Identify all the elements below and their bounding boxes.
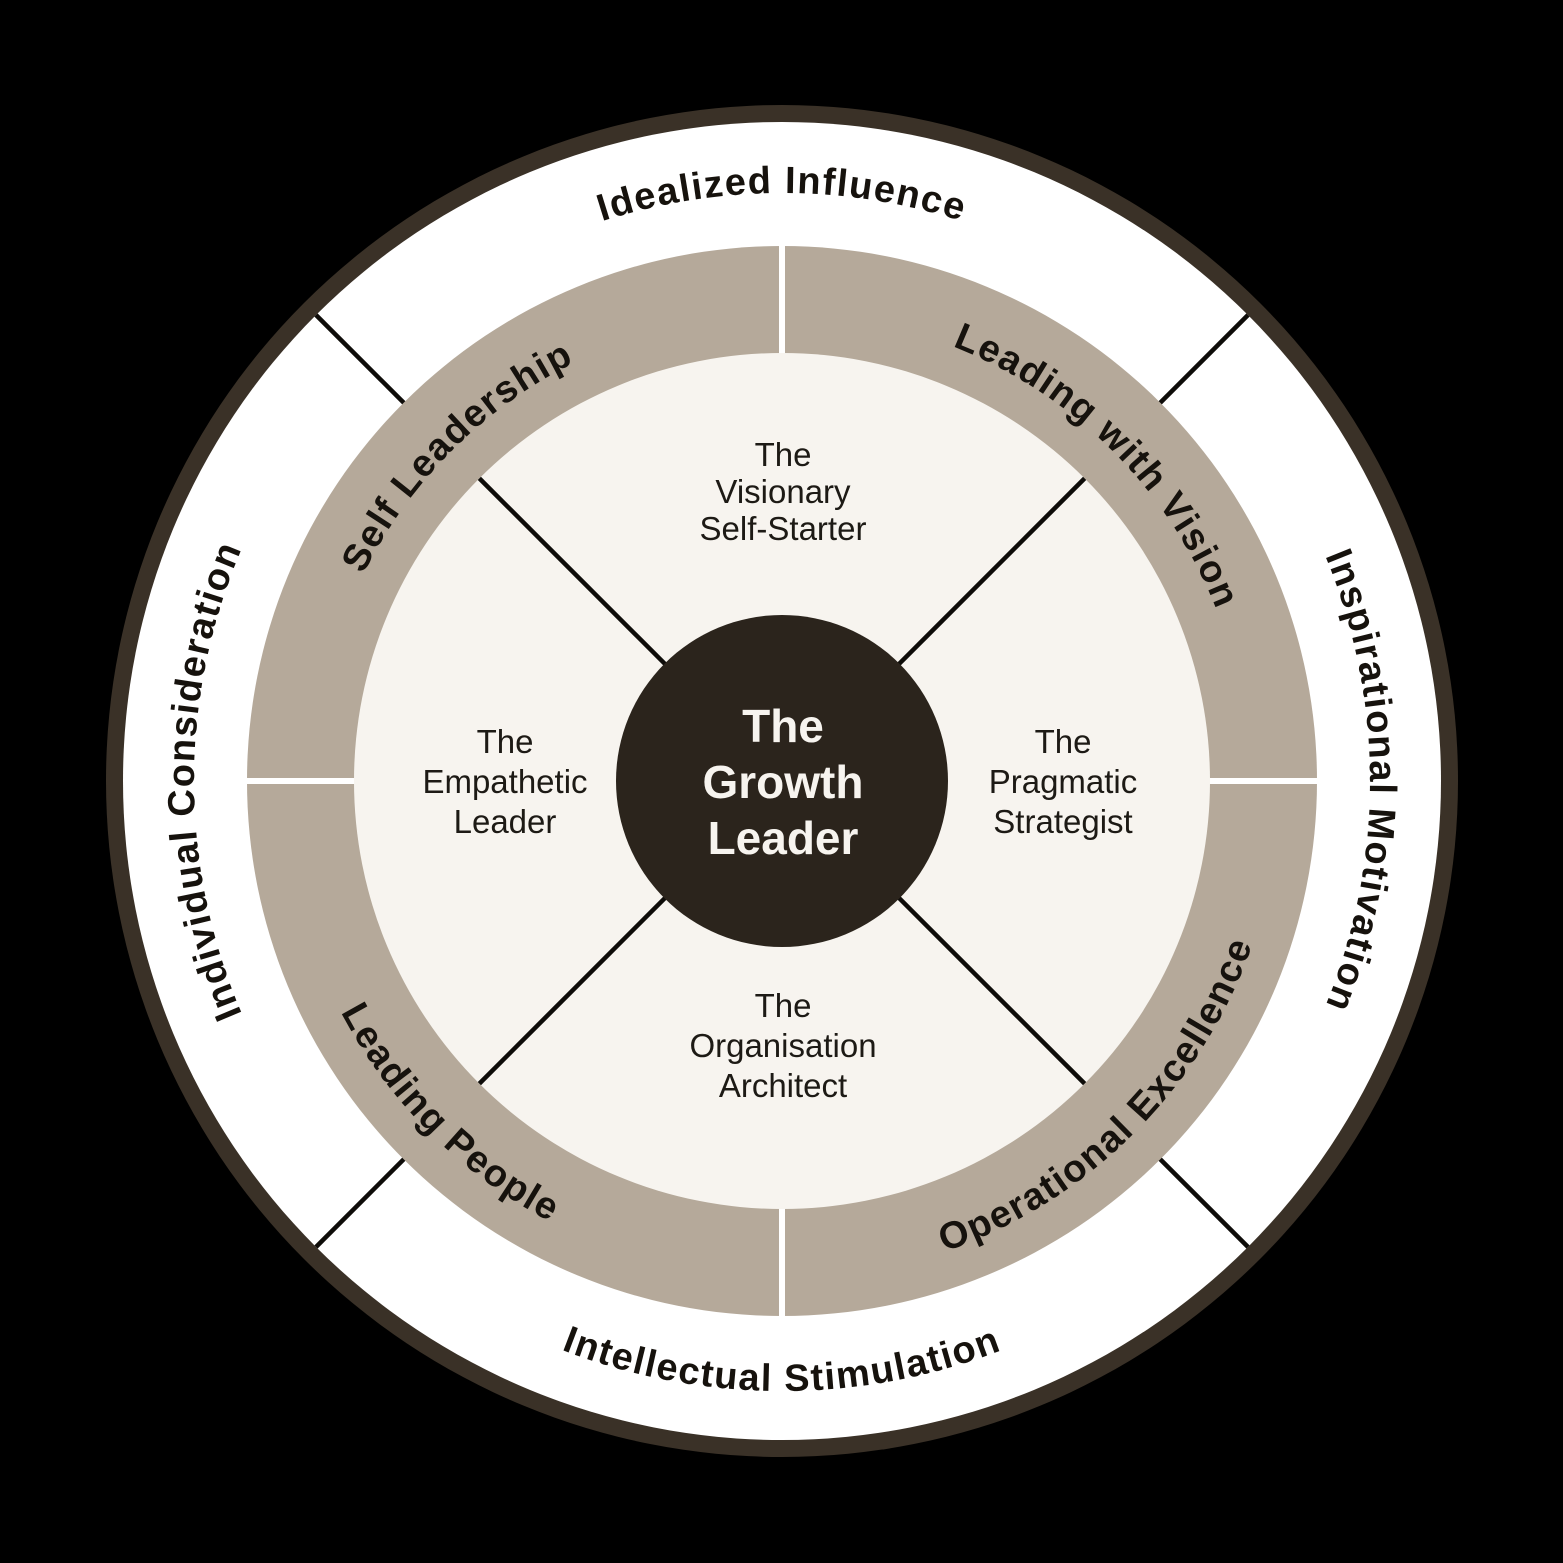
divider-line-ne [1153,313,1250,410]
center-line-1: The [742,700,824,752]
quadrant-top-line-1: The [755,436,812,473]
center-circle [616,615,948,947]
quadrant-label-bottom: The Organisation Architect [689,987,876,1104]
quadrant-left-line-3: Leader [454,803,557,840]
divider-line-sw [314,1152,411,1249]
center-line-2: Growth [703,756,864,808]
quadrant-bottom-line-1: The [755,987,812,1024]
center-label: The Growth Leader [703,700,864,864]
quadrant-top-line-3: Self-Starter [700,510,867,547]
divider-line-nw [314,313,411,410]
quadrant-top-line-2: Visionary [715,473,851,510]
quadrant-right-line-1: The [1035,723,1092,760]
quadrant-left-line-1: The [477,723,534,760]
quadrant-label-right: The Pragmatic Strategist [989,723,1138,840]
outer-ring-dividers [314,313,1250,1249]
quadrant-right-line-2: Pragmatic [989,763,1138,800]
quadrant-bottom-line-2: Organisation [689,1027,876,1064]
center-line-3: Leader [708,812,859,864]
quadrant-label-top: The Visionary Self-Starter [700,436,867,547]
middle-ring-dividers [240,239,1324,1323]
quadrant-left-line-2: Empathetic [422,763,587,800]
quadrant-label-left: The Empathetic Leader [422,723,587,840]
divider-line-se [1153,1152,1250,1249]
quadrant-right-line-3: Strategist [993,803,1132,840]
quadrant-bottom-line-3: Architect [719,1067,847,1104]
